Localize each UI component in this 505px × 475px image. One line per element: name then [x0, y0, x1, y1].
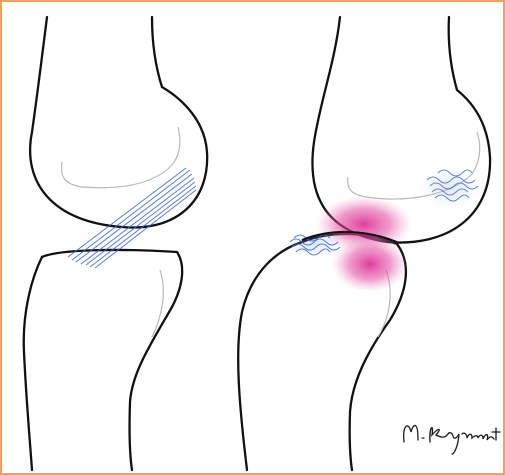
left-tibia-outline [42, 250, 182, 470]
inflammation-lower [332, 236, 408, 292]
right-tibia-left-edge [238, 242, 302, 470]
left-femur-sketch [62, 127, 180, 188]
left-tibia-left-edge [24, 257, 42, 470]
left-femur-outline [30, 17, 207, 228]
torn-ligament-left [286, 230, 342, 258]
torn-ligament-right [420, 168, 480, 208]
right-knee-injured [238, 17, 490, 470]
artist-signature [404, 425, 500, 454]
left-knee-normal [24, 17, 207, 470]
